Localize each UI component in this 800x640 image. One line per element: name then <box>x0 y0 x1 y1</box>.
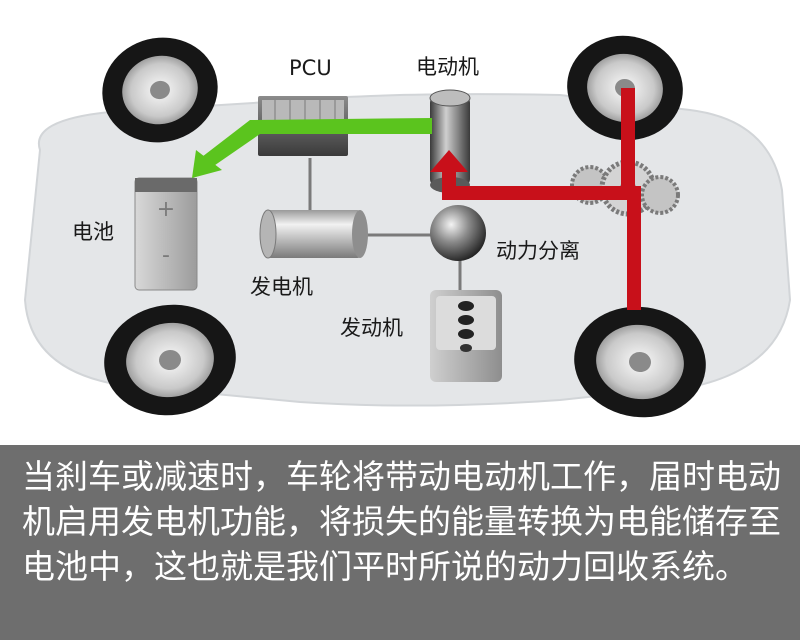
power-split-device <box>430 205 486 261</box>
diagram-graphic: + - <box>23 35 792 418</box>
wheel-front-left <box>102 37 218 143</box>
battery-unit: + - <box>134 177 198 291</box>
label-engine: 发动机 <box>340 316 403 340</box>
label-pcu: PCU <box>289 56 332 80</box>
generator-unit <box>259 209 368 259</box>
caption-text: 当刹车或减速时，车轮将带动电动机工作，届时电动机启用发电机功能，将损失的能量转换… <box>22 457 781 586</box>
label-generator: 发电机 <box>250 275 313 299</box>
hybrid-system-diagram: + - <box>23 35 792 418</box>
battery-positive-terminal: + <box>157 197 175 222</box>
engine-unit <box>430 290 502 382</box>
regen-flow-arrow <box>192 118 432 178</box>
wheel-rear-right <box>574 306 706 418</box>
wheel-rear-left <box>104 304 236 416</box>
label-power-split: 动力分离 <box>496 239 580 263</box>
label-battery: 电池 <box>72 220 114 244</box>
label-motor: 电动机 <box>416 55 479 79</box>
battery-negative-terminal: - <box>162 243 170 268</box>
mechanical-flow-arrow <box>430 88 641 310</box>
caption-panel: 当刹车或减速时，车轮将带动电动机工作，届时电动机启用发电机功能，将损失的能量转换… <box>0 445 800 640</box>
